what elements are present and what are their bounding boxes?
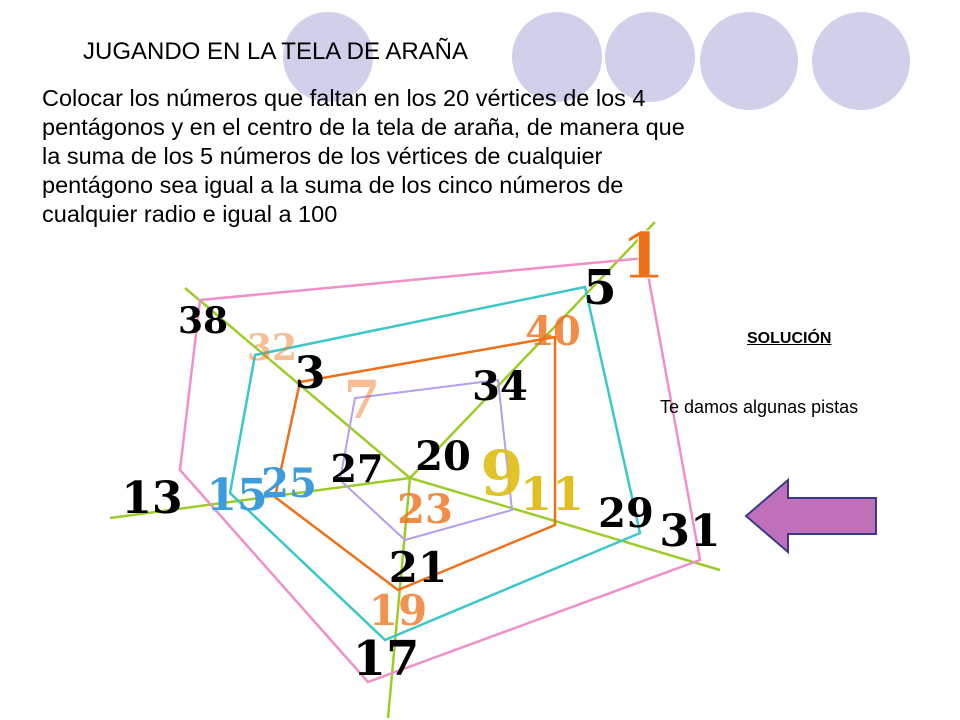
number-label: 31: [659, 506, 720, 557]
instruction-line: cualquier radio e igual a 100: [42, 201, 338, 227]
pentagon-outer: [178, 256, 702, 684]
radius-line: [184, 287, 411, 479]
number-label: 1: [621, 219, 666, 294]
number-label: 17: [353, 631, 420, 687]
number-label: 25: [261, 460, 317, 507]
pentagon-inner: [338, 378, 514, 542]
instruction-line: Colocar los números que faltan en los 20…: [42, 85, 646, 111]
number-label: 21: [389, 543, 447, 592]
back-arrow-button[interactable]: [744, 478, 880, 554]
decor-circle-5: [812, 12, 910, 110]
number-label: 11: [520, 467, 584, 521]
number-label: 38: [178, 300, 228, 342]
instructions: Colocar los números que faltan en los 20…: [42, 84, 922, 229]
pentagon-third: [273, 335, 557, 592]
radius-line: [409, 221, 656, 479]
radius-line: [109, 476, 411, 520]
number-label: 15: [206, 470, 267, 521]
hint-text: Te damos algunas pistas: [660, 397, 859, 417]
number-label: 19: [369, 586, 427, 635]
number-label: 20: [415, 433, 471, 480]
solution-link[interactable]: SOLUCIÓN: [747, 330, 832, 347]
number-label: 34: [472, 363, 528, 410]
instruction-line: pentágonos y en el centro de la tela de …: [42, 114, 685, 140]
number-label: 27: [331, 446, 384, 491]
radius-line: [409, 476, 721, 572]
decor-circle-4: [700, 12, 798, 110]
number-label: 32: [247, 327, 297, 369]
number-label: 3: [295, 348, 326, 399]
number-label: 29: [598, 490, 654, 537]
number-label: 40: [525, 308, 581, 355]
number-label: 7: [344, 370, 380, 431]
number-label: 23: [397, 486, 453, 533]
pentagon-second: [228, 285, 642, 642]
decor-circle-3: [605, 12, 695, 102]
decor-circle-2: [512, 12, 602, 102]
radius-line: [386, 477, 412, 719]
instruction-line: pentágono sea igual a la suma de los cin…: [42, 172, 624, 198]
page-title: JUGANDO EN LA TELA DE ARAÑA: [83, 38, 469, 65]
decor-circle-1: [283, 12, 373, 102]
instruction-line: la suma de los 5 números de los vértices…: [42, 143, 603, 169]
arrow-left-icon: [744, 478, 877, 554]
number-label: 13: [121, 473, 182, 524]
number-label: 5: [583, 260, 616, 316]
number-label: 9: [480, 437, 523, 510]
